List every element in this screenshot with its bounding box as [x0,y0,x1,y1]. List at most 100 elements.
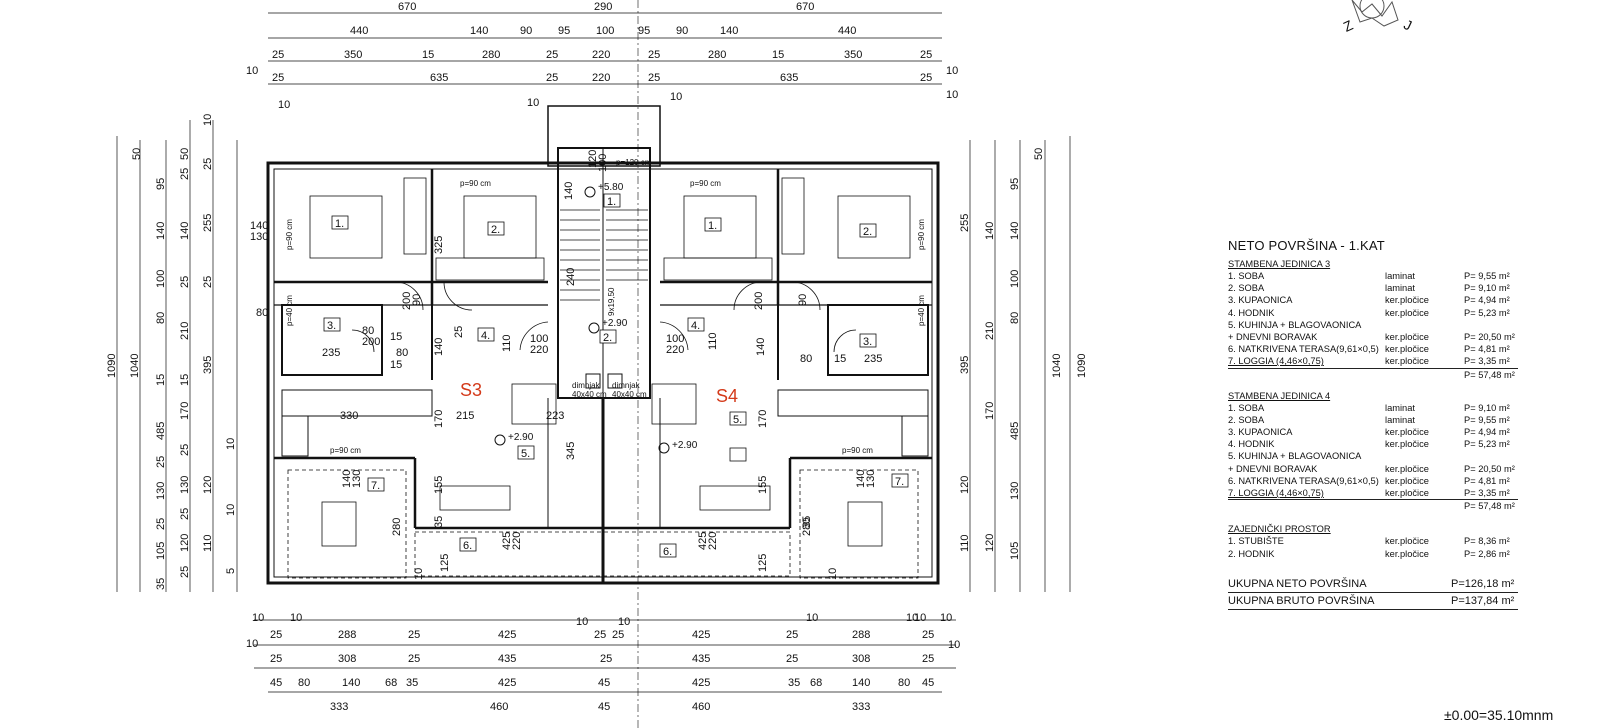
room-area: P= 20,50 m² [1464,463,1515,474]
dim-text: 15 [422,49,434,61]
dim-text: 15 [179,374,191,386]
compass-letter-j: J [1401,16,1414,33]
dim-text: 425 [697,532,709,550]
room-area: P= 20,50 m² [1464,331,1515,342]
dim-text: 105 [1009,542,1021,560]
window-note: p=90 cm [330,446,361,455]
room-labels: 1. 2. 1. 2. 3. 4. 2. 4. 3. 5. 5. 7. 7. 6… [323,193,909,558]
dim-text: 35 [406,677,418,689]
room-name: + DNEVNI BORAVAK [1228,463,1318,474]
room-name: 6. NATKRIVENA TERASA(9,61×0,5) [1228,344,1379,355]
dim-text: 50 [131,148,143,160]
room-area: P= 3,35 m² [1464,488,1510,498]
room-number: 2. [603,332,612,344]
room-number: 5. [521,448,530,460]
compass-letter-z: Z [1341,17,1356,35]
dim-text: 110 [202,534,214,552]
dim-text: 200 [401,292,413,310]
dim-text: 10 [940,612,952,624]
room-number: 4. [691,320,700,332]
room-area: P= 4,94 m² [1464,295,1510,306]
dim-text: 10 [413,568,425,580]
dim-text: 140 [852,677,870,689]
dim-text: 140 [984,222,996,240]
dim-text: 10 [946,65,958,77]
room-material: laminat [1385,283,1415,294]
dim-text: 130 [179,476,191,494]
window-note: p=40 cm [917,295,926,326]
dim-text: 200 [362,336,380,348]
dim-text: 235 [322,347,340,359]
compass-icon [1351,0,1399,27]
room-area: P= 2,86 m² [1464,548,1510,559]
room-name: 2. SOBA [1228,283,1265,294]
room-name: 3. KUPAONICA [1228,295,1293,306]
dim-text: 25 [179,276,191,288]
level-text: +5.80 [598,182,624,193]
room-number: 1. [607,196,616,208]
chimney-labels: dimnjak 40x40 cm dimnjak 40x40 cm [572,381,647,399]
dim-text: 45 [598,677,610,689]
dim-text: 280 [391,518,403,536]
dim-text: 25 [786,629,798,641]
dim-text: 325 [433,236,445,254]
dim-text: 130 [351,470,363,488]
dim-text: 10 [948,639,960,651]
dim-text: 308 [852,653,870,665]
dim-text: 45 [270,677,282,689]
dims-left: 1090 1040 50 95 140 100 80 15 485 25 130… [106,114,237,590]
room-material: ker.pločice [1385,356,1429,367]
room-area: P= 9,10 m² [1464,402,1510,413]
dim-text: 395 [959,356,971,374]
dim-text: 280 [708,49,726,61]
dim-text: 140 [563,182,575,200]
dims-bottom: 10 10 10 10 10 10 10 10 10 10 25 288 25 … [246,612,960,713]
room-name: 2. HODNIK [1228,548,1275,559]
dim-text: 170 [179,402,191,420]
dim-text: 15 [834,353,846,365]
dim-text: 25 [594,629,606,641]
dim-text: 90 [676,25,688,37]
dim-text: 25 [453,326,465,338]
stair-note: 9x19,50 [607,287,616,316]
room-name: 3. KUPAONICA [1228,427,1293,438]
dim-text: 10 [618,616,630,628]
dim-text: 25 [179,508,191,520]
dim-text: 140 [720,25,738,37]
dim-text: 10 [827,568,839,580]
room-material: ker.pločice [1385,488,1429,498]
room-area: P= 9,55 m² [1464,271,1510,281]
dim-text: 45 [598,701,610,713]
room-number: 5. [733,414,742,426]
dim-text: 10 [946,89,958,101]
dim-text: 440 [838,25,856,37]
dim-text: 345 [565,442,577,460]
dim-text: 140 [433,338,445,356]
level-text: +2.90 [602,318,628,329]
dim-text: 100 [596,25,614,37]
room-material: ker.pločice [1385,344,1429,355]
dim-text: 425 [692,629,710,641]
table-title: NETO POVRŠINA - 1.KAT [1228,238,1385,253]
room-number: 2. [863,226,872,238]
dim-text: 35 [788,677,800,689]
dim-text: 460 [692,701,710,713]
dim-text: 25 [155,518,167,530]
dim-text: 220 [707,532,719,550]
room-material: ker.pločice [1385,295,1429,306]
dim-text: 25 [202,158,214,170]
dim-text: 140 [855,470,867,488]
dim-text: 15 [772,49,784,61]
dim-text: 435 [498,653,516,665]
unit4-sum: P= 57,48 m² [1464,501,1515,512]
room-area: P= 4,81 m² [1464,475,1510,486]
chimney-label: 40x40 cm [572,390,607,399]
dim-text: 10 [252,612,264,624]
dim-text: 90 [520,25,532,37]
dim-text: 25 [270,653,282,665]
dim-text: 140 [470,25,488,37]
